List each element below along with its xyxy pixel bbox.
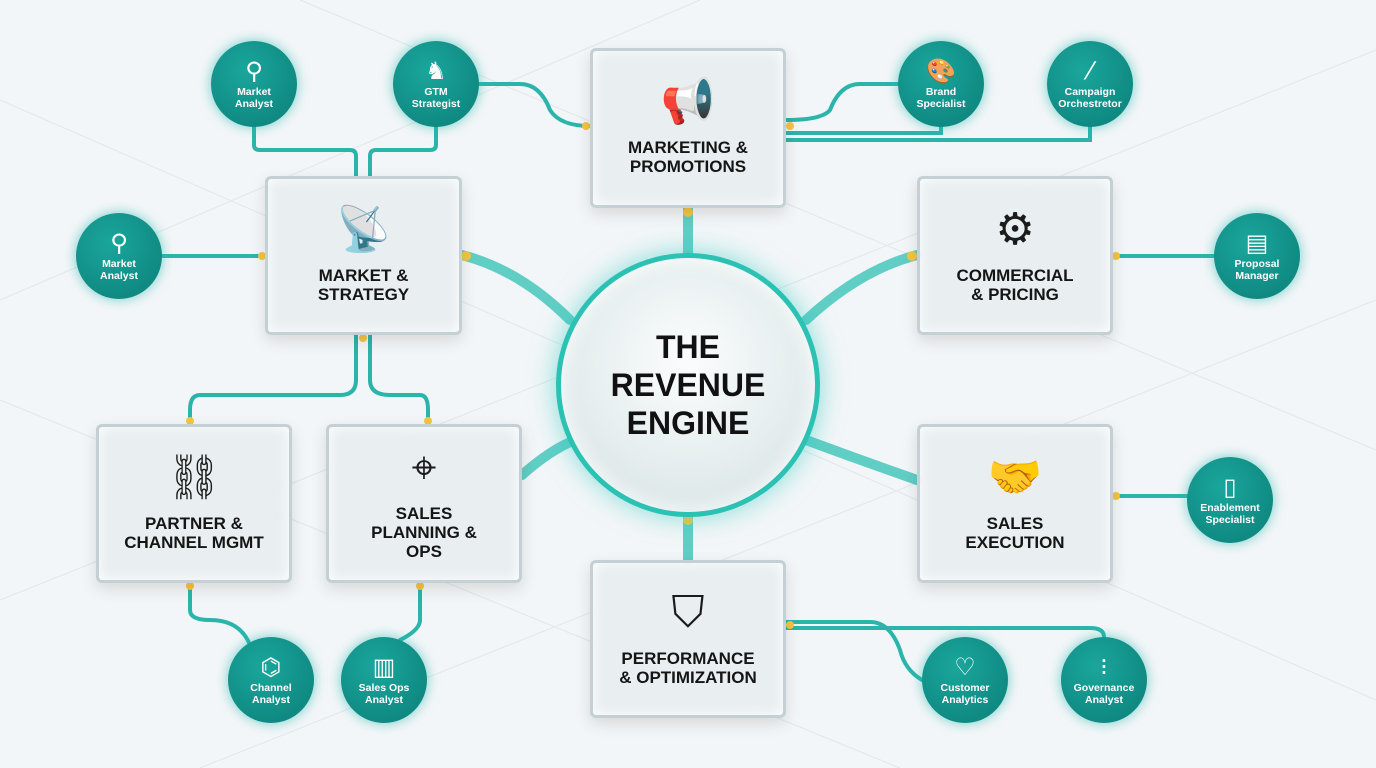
role-enablement-specialist: ▯Enablement Specialist bbox=[1187, 457, 1273, 543]
satellite-dish-icon: 📡 bbox=[336, 203, 391, 255]
function-label: SALES PLANNING & OPS bbox=[371, 504, 477, 561]
traffic-light-icon: ⁝ bbox=[1100, 653, 1108, 681]
dollar-gear-icon: ⚙ bbox=[995, 203, 1035, 255]
palette-icon: 🎨 bbox=[926, 57, 956, 85]
function-market-strategy: 📡 MARKET & STRATEGY bbox=[265, 176, 462, 335]
role-campaign-orchestrator: ⁄Campaign Orchestretor bbox=[1047, 41, 1133, 127]
handshake-icon: 🤝 bbox=[987, 451, 1043, 503]
function-performance-optimization: ⛉ PERFORMANCE & OPTIMIZATION bbox=[590, 560, 786, 718]
role-market-analyst-top: ⚲Market Analyst bbox=[211, 41, 297, 127]
role-channel-analyst: ⌬Channel Analyst bbox=[228, 637, 314, 723]
network-icon: ⌬ bbox=[260, 653, 282, 681]
role-label: Governance Analyst bbox=[1073, 682, 1135, 706]
role-market-analyst-left: ⚲Market Analyst bbox=[76, 213, 162, 299]
function-label: SALES EXECUTION bbox=[965, 513, 1065, 552]
function-commercial-pricing: ⚙ COMMERCIAL & PRICING bbox=[917, 176, 1113, 335]
magnifier-icon: ⚲ bbox=[110, 229, 128, 257]
role-gtm-strategist: ♞GTM Strategist bbox=[393, 41, 479, 127]
baton-icon: ⁄ bbox=[1087, 57, 1092, 85]
role-label: Market Analyst bbox=[235, 86, 273, 110]
book-icon: ▯ bbox=[1223, 473, 1237, 501]
megaphone-icon: 📢 bbox=[660, 76, 716, 127]
role-label: Brand Specialist bbox=[916, 86, 966, 110]
bar-chart-icon: ▥ bbox=[372, 653, 396, 681]
function-marketing-promotions: 📢 MARKETING & PROMOTIONS bbox=[590, 48, 786, 208]
role-label: Customer Analytics bbox=[940, 682, 990, 706]
shield-check-icon: ⛉ bbox=[671, 587, 705, 638]
function-partner-channel: ⛓ PARTNER & CHANNEL MGMT bbox=[96, 424, 292, 583]
hub-title: THE REVENUE ENGINE bbox=[610, 329, 766, 441]
role-sales-ops-analyst: ▥Sales Ops Analyst bbox=[341, 637, 427, 723]
function-label: MARKETING & PROMOTIONS bbox=[628, 138, 748, 176]
role-governance-analyst: ⁝Governance Analyst bbox=[1061, 637, 1147, 723]
function-label: COMMERCIAL & PRICING bbox=[956, 265, 1074, 304]
role-label: Market Analyst bbox=[100, 258, 138, 282]
role-label: GTM Strategist bbox=[411, 86, 461, 110]
document-badge-icon: ▤ bbox=[1245, 229, 1269, 257]
function-sales-execution: 🤝 SALES EXECUTION bbox=[917, 424, 1113, 583]
role-label: Enablement Specialist bbox=[1200, 502, 1260, 526]
role-label: Sales Ops Analyst bbox=[358, 682, 410, 706]
role-label: Proposal Manager bbox=[1234, 258, 1280, 282]
role-label: Channel Analyst bbox=[250, 682, 292, 706]
compass-target-icon: ⌖ bbox=[411, 442, 437, 493]
role-brand-specialist: 🎨Brand Specialist bbox=[898, 41, 984, 127]
function-label: MARKET & STRATEGY bbox=[317, 265, 410, 304]
chess-knight-icon: ♞ bbox=[425, 57, 447, 85]
role-customer-analytics: ♡Customer Analytics bbox=[922, 637, 1008, 723]
role-proposal-manager: ▤Proposal Manager bbox=[1214, 213, 1300, 299]
function-label: PARTNER & CHANNEL MGMT bbox=[124, 513, 264, 552]
heart-pulse-icon: ♡ bbox=[954, 653, 976, 681]
magnifier-icon: ⚲ bbox=[245, 57, 263, 85]
function-sales-planning: ⌖ SALES PLANNING & OPS bbox=[326, 424, 522, 583]
function-label: PERFORMANCE & OPTIMIZATION bbox=[619, 649, 757, 687]
role-label: Campaign Orchestretor bbox=[1058, 86, 1122, 110]
chain-link-icon: ⛓ bbox=[166, 451, 222, 503]
revenue-engine-hub: THE REVENUE ENGINE bbox=[556, 253, 820, 517]
